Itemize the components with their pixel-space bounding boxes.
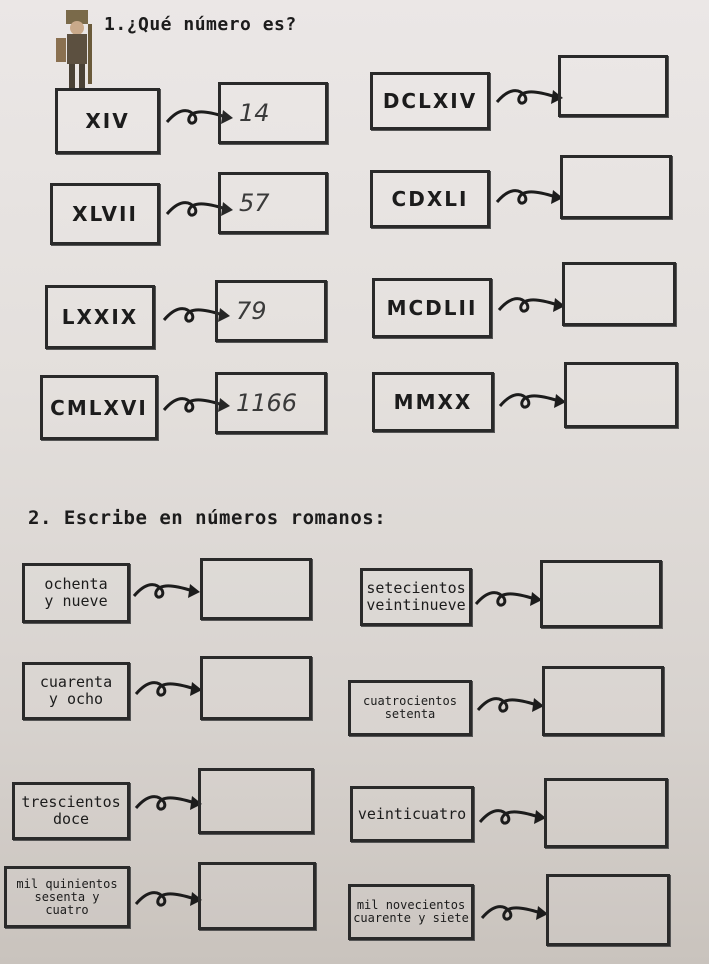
arrow-icon (497, 292, 567, 318)
roman-box: MMXX (372, 372, 494, 432)
roman-box: XIV (55, 88, 160, 154)
arrow-icon (134, 886, 204, 912)
word-line: y ocho (48, 690, 104, 708)
answer-box[interactable] (198, 862, 316, 930)
arrow-icon (480, 900, 550, 926)
word-line: cuatrocientos (363, 694, 457, 708)
answer-box[interactable] (198, 768, 314, 834)
roman-box: MCDLII (372, 278, 492, 338)
word-box: trescientos doce (12, 782, 130, 840)
word-line: cuarenta (39, 673, 113, 691)
roman-box: XLVII (50, 183, 160, 245)
arrow-icon (498, 388, 568, 414)
word-box: veinticuatro (350, 786, 474, 842)
word-line: cuatro (45, 902, 89, 917)
word-line: veintinueve (366, 596, 466, 614)
arrow-icon (132, 578, 202, 604)
roman-box: LXXIX (45, 285, 155, 349)
arrow-icon (162, 302, 232, 328)
arrow-icon (165, 196, 235, 222)
answer-box[interactable] (564, 362, 678, 428)
word-line: mil quinientos (16, 876, 118, 891)
word-line: setecientos (366, 579, 466, 597)
answer-box[interactable]: 79 (215, 280, 327, 342)
section2-title: 2. Escribe en números romanos: (28, 507, 387, 529)
arrow-icon (134, 790, 204, 816)
word-line: setenta (384, 707, 436, 721)
answer-box[interactable] (546, 874, 670, 946)
arrow-icon (476, 692, 546, 718)
answer-box[interactable] (200, 656, 312, 720)
section1-title: 1.¿Qué número es? (104, 14, 297, 35)
word-line: ochenta (44, 575, 108, 593)
word-box: ochenta y nueve (22, 563, 130, 623)
word-line: sesenta y (34, 889, 100, 904)
roman-soldier-illustration (52, 4, 102, 92)
answer-box[interactable] (560, 155, 672, 219)
word-line: trescientos (21, 793, 121, 811)
answer-box[interactable]: 57 (218, 172, 328, 234)
roman-box: CDXLI (370, 170, 490, 228)
word-line: cuarente y siete (353, 911, 469, 925)
arrow-icon (165, 104, 235, 130)
arrow-icon (495, 184, 565, 210)
answer-box[interactable] (544, 778, 668, 848)
answer-box[interactable] (562, 262, 676, 326)
word-line: veinticuatro (357, 804, 467, 823)
answer-box[interactable] (542, 666, 664, 736)
arrow-icon (478, 804, 548, 830)
word-line: y nueve (44, 592, 108, 610)
word-box: cuatrocientos setenta (348, 680, 472, 736)
word-box: mil quinientos sesenta y cuatro (4, 866, 130, 928)
word-line: mil novecientos (356, 898, 466, 912)
arrow-icon (162, 392, 232, 418)
roman-box: DCLXIV (370, 72, 490, 130)
answer-box[interactable] (540, 560, 662, 628)
word-box: cuarenta y ocho (22, 662, 130, 720)
arrow-icon (474, 586, 544, 612)
word-line: doce (52, 810, 90, 828)
answer-box[interactable]: 1166 (215, 372, 327, 434)
arrow-icon (495, 84, 565, 110)
arrow-icon (134, 676, 204, 702)
answer-box[interactable] (200, 558, 312, 620)
roman-box: CMLXVI (40, 375, 158, 440)
word-box: mil novecientos cuarente y siete (348, 884, 474, 940)
answer-box[interactable]: 14 (218, 82, 328, 144)
answer-box[interactable] (558, 55, 668, 117)
word-box: setecientos veintinueve (360, 568, 472, 626)
